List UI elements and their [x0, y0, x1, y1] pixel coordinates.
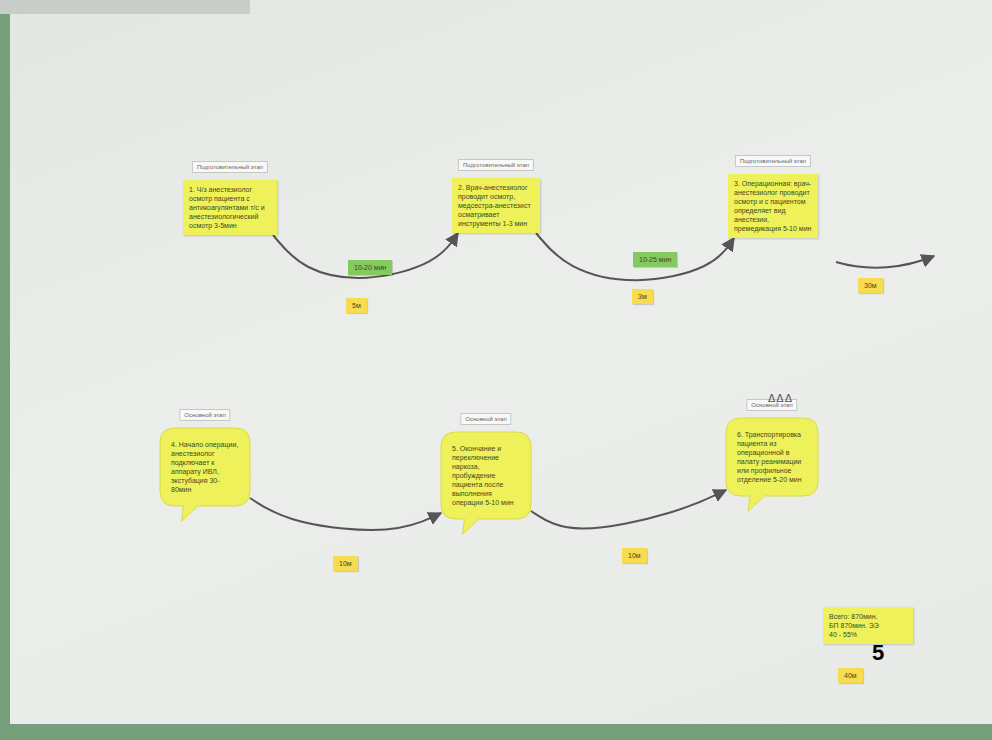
step-text: 1. Ч/з анестезиолог осмотр пациента с ан…: [189, 185, 271, 230]
bubble-shape: [441, 432, 531, 534]
flow-arrow: [531, 490, 726, 529]
stage-tag: Подготовительный этап: [735, 155, 811, 167]
stage-tag: Подготовительный этап: [192, 161, 268, 173]
wait-label: 5м: [346, 298, 367, 313]
stage-tag: Основной этап: [179, 409, 230, 421]
step-text: 6. Транспортировка пациента из операцион…: [737, 430, 807, 484]
sticky-note: Всего: 870мин. БП 870мин. ЭЭ 40 - 55%: [823, 607, 913, 644]
total-wait-label: 40м: [838, 668, 863, 683]
bubble-shape: [160, 428, 250, 521]
flow-arrow: [250, 498, 441, 530]
time-label: 10-25 мин: [633, 252, 677, 267]
bubble-shape: [726, 418, 818, 511]
step-text: Всего: 870мин. БП 870мин. ЭЭ 40 - 55%: [829, 612, 885, 639]
sticky-note: Подготовительный этап3. Операционная: вр…: [728, 174, 818, 238]
speech-bubble: Основной этап6. Транспортировка пациента…: [726, 418, 818, 496]
time-label: 10-20 мин: [348, 260, 392, 275]
symbol-mark: ΔΔΔ: [768, 392, 793, 404]
sticky-note: Подготовительный этап1. Ч/з анестезиолог…: [183, 180, 277, 235]
step-text: 2. Врач-анестезиолог проводит осмотр, ме…: [458, 183, 534, 228]
stage-tag: Подготовительный этап: [458, 159, 534, 171]
wait-label: 10м: [333, 556, 358, 571]
outgoing-arrow: [836, 256, 934, 268]
speech-bubble: Основной этап5. Окончание и переключение…: [441, 432, 531, 519]
wall-corner: [0, 0, 250, 14]
slide-number: 5: [872, 642, 884, 664]
sticky-note: Подготовительный этап2. Врач-анестезиоло…: [452, 178, 540, 233]
wait-label: 3м: [632, 289, 653, 304]
wait-label: 10м: [622, 548, 647, 563]
speech-bubble: Основной этап4. Начало операции, анестез…: [160, 428, 250, 506]
flow-arrow: [273, 233, 458, 278]
wait-label: 30м: [858, 278, 883, 293]
step-text: 3. Операционная: врач-анестезиолог прово…: [734, 179, 812, 233]
stage-tag: Основной этап: [460, 413, 511, 425]
step-text: 5. Окончание и переключение наркоза, про…: [452, 444, 520, 507]
flow-arrow: [536, 233, 734, 280]
step-text: 4. Начало операции, анестезиолог подключ…: [171, 440, 239, 494]
